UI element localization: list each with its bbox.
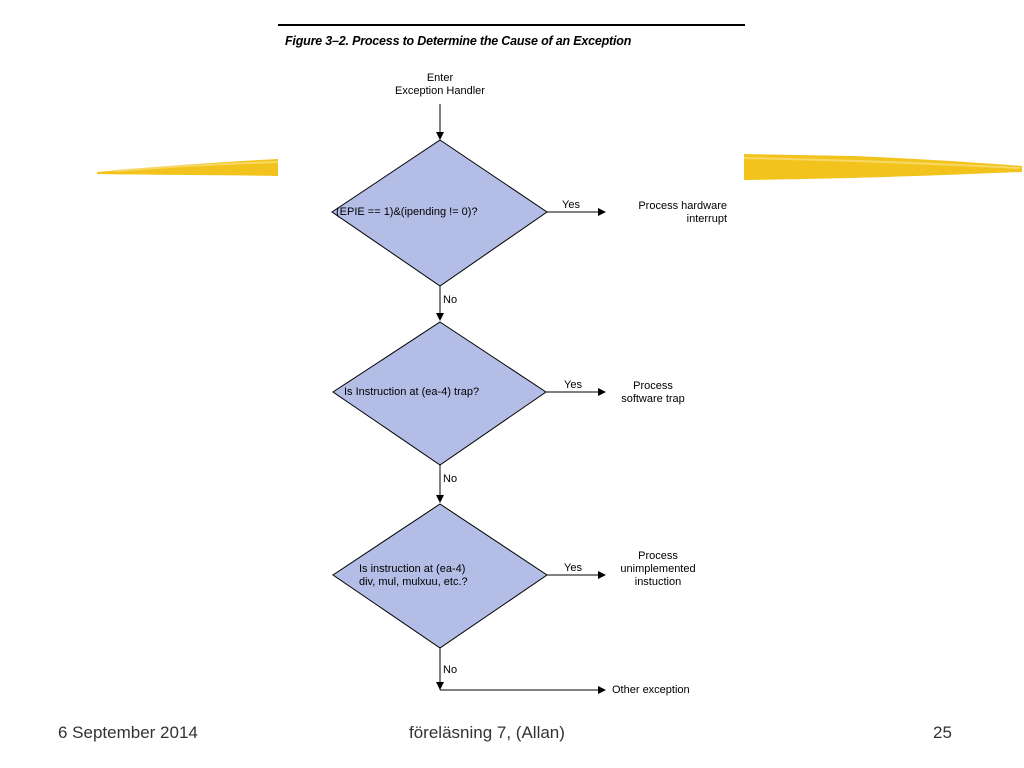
outcome-3-line-3: instuction [634, 576, 682, 588]
yes-label-3: Yes [564, 562, 582, 574]
outcome-1-line-1: Process hardware [638, 200, 727, 212]
decision-3-line-2: div, mul, mulxuu, etc.? [359, 576, 468, 588]
footer-center: föreläsning 7, (Allan) [409, 723, 565, 742]
highlighter-stroke-right [744, 154, 1022, 180]
outcome-2-line-2: software trap [621, 393, 685, 405]
final-outcome: Other exception [612, 684, 690, 696]
footer-date: 6 September 2014 [58, 723, 198, 742]
decision-3-text: Is instruction at (ea-4) div, mul, mulxu… [359, 563, 468, 589]
outcome-1-line-2: interrupt [686, 213, 727, 225]
start-line-2: Exception Handler [395, 85, 485, 97]
no-arrowhead-3 [436, 682, 444, 690]
figure-rule [278, 24, 745, 26]
outcome-3-line-1: Process [638, 550, 678, 562]
outcome-3-line-2: unimplemented [620, 563, 696, 575]
start-line-1: Enter [426, 72, 454, 84]
outcome-1: Process hardware interrupt [612, 200, 727, 226]
no-label-3: No [443, 664, 458, 676]
highlighter-stroke-left [97, 159, 279, 176]
yes-label-1: Yes [562, 199, 580, 211]
outcome-3: Process unimplemented instuction [603, 550, 713, 589]
decision-1-text: (EPIE == 1)&(ipending != 0)? [336, 206, 478, 218]
start-label: Enter Exception Handler [380, 72, 500, 98]
outcome-2-line-1: Process [633, 380, 673, 392]
figure-title: Figure 3–2. Process to Determine the Cau… [285, 34, 632, 48]
outcome-2: Process software trap [603, 380, 703, 406]
no-label-1: No [443, 294, 458, 306]
decision-2-text: Is Instruction at (ea-4) trap? [344, 386, 480, 398]
yes-label-2: Yes [564, 379, 582, 391]
decision-3-line-1: Is instruction at (ea-4) [359, 563, 466, 575]
no-label-2: No [443, 473, 458, 485]
page-number: 25 [933, 723, 952, 742]
